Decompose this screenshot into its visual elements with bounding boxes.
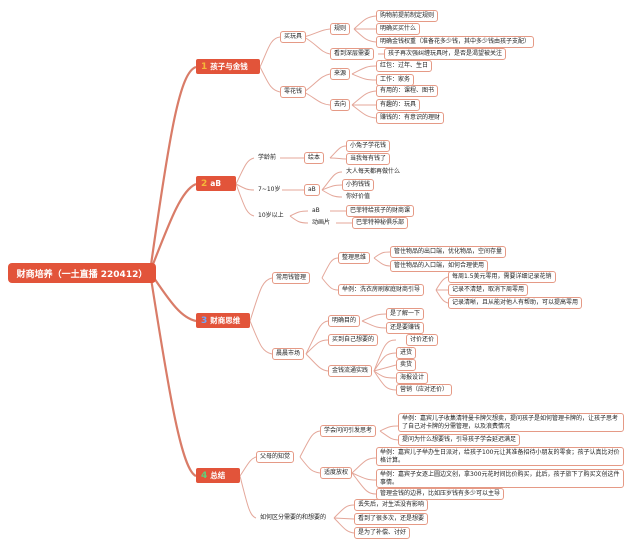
b3-flow-2: 卖货 <box>396 359 417 371</box>
b1-dest-1: 有用的：课程、图书 <box>376 85 439 97</box>
main-node-4: 4 总结 <box>196 468 240 483</box>
b4-delegate-3: 管理金钱的边界，比如压岁钱有多少可以主导 <box>376 488 505 500</box>
main-node-2: 2 aB <box>196 176 236 191</box>
b1-source: 来源 <box>330 68 351 80</box>
b2-ab-2: 小狗钱钱 <box>342 179 375 191</box>
b3-organize: 整理思维 <box>338 252 371 264</box>
b2-preschool: 学龄前 <box>258 154 277 161</box>
main-node-3: 3 财商思维 <box>196 313 250 328</box>
b3-flow-0: 讨价还价 <box>406 334 439 346</box>
b1-pocket: 零花钱 <box>280 86 307 98</box>
b2-picture-book-1: 小兔子学花钱 <box>346 140 391 152</box>
b4-learn-1: 举例：嘉宾儿子收集清特曼卡牌欠想卖，提问孩子是如何管理卡牌的，让孩子思考了自己对… <box>398 413 624 432</box>
b3-organize-1: 管住物品的出口端，优化物品，空间存量 <box>390 246 507 258</box>
b4-distinguish-1: 丢失后，对生活没有影响 <box>354 499 429 511</box>
main-label-4: 总结 <box>210 471 226 480</box>
b3-organize-2: 管住物品的入口端，如何合理使用 <box>390 260 489 272</box>
b1-dest-3: 赚钱的：有意识的理财 <box>376 112 445 124</box>
b4-delegate-2: 举例：嘉宾子女逐上圆边文创，拿300元花时间比价购买，此后，孩子旅下了购买文创这… <box>376 469 624 488</box>
b4-learn: 学会问问引发思考 <box>320 425 377 437</box>
b4-parent: 父母的知觉 <box>256 451 295 463</box>
b3-goal-2: 还是要赚钱 <box>386 322 425 334</box>
b3-market: 晨晨市场 <box>272 348 305 360</box>
root-node: 财商培养（一土直播 220412） <box>8 263 156 283</box>
main-index-2: 2 <box>201 178 208 189</box>
b1-dest: 去向 <box>330 99 351 111</box>
b1-toy: 买玩具 <box>280 31 307 43</box>
b1-source-2: 工作：家务 <box>376 74 415 86</box>
b2-age-7-10: 7~10岁 <box>258 186 281 193</box>
b1-dest-2: 有趣的：玩具 <box>376 99 421 111</box>
main-node-1: 1 孩子与金钱 <box>196 59 260 74</box>
main-label-1: 孩子与金钱 <box>210 62 248 71</box>
b4-delegate: 适度放权 <box>320 467 353 479</box>
b3-example: 举例：洗衣房刷家庭财商引导 <box>338 284 425 296</box>
b2-picture-book: 绘本 <box>304 152 325 164</box>
b3-buy: 买到自己想要的 <box>328 334 379 346</box>
b2-age-10: 10岁以上 <box>258 212 284 219</box>
b3-common: 常用钱管理 <box>272 272 311 284</box>
b2-picture-book-2: 当我每有钱了 <box>346 153 391 165</box>
b2-ab-3: 你好价值 <box>346 193 371 200</box>
b2-ab: aB <box>304 184 320 196</box>
b4-delegate-1: 举例：嘉宾儿子举办生日派对，给孩子100元让其准备招待小朋友的零食；孩子认真比对… <box>376 447 624 466</box>
b3-example-3: 记录清晰，且从能对他人有帮助，可以提高零用 <box>448 297 583 309</box>
b3-goal: 明确目的 <box>328 315 361 327</box>
b1-rules: 规则 <box>330 23 351 35</box>
b3-example-1: 每周1.5美元零用，需要详细记录花销 <box>448 271 556 283</box>
b1-source-1: 红包：过年、生日 <box>376 60 433 72</box>
b3-goal-1: 是了解一下 <box>386 308 425 320</box>
b2-ab-1: 大人每天都再做什么 <box>346 168 401 175</box>
b1-rule-1: 购物前提前制定规则 <box>376 10 439 22</box>
main-index-3: 3 <box>201 315 208 326</box>
b3-flow-3: 海报设计 <box>396 372 429 384</box>
b2-animation-1: 巴菲特神秘俱乐部 <box>352 217 409 229</box>
main-label-2: aB <box>210 179 222 188</box>
root-title: 财商培养（一土直播 220412） <box>16 269 148 280</box>
b3-flow-1: 进货 <box>396 347 417 359</box>
main-index-4: 4 <box>201 470 208 481</box>
main-label-3: 财商思维 <box>210 316 241 325</box>
b4-distinguish-3: 是为了补偿、讨好 <box>354 527 411 539</box>
b3-example-2: 记录不清楚，取消下周零用 <box>448 284 529 296</box>
b2-ab-b-1: 巴菲特给孩子的财商课 <box>346 205 415 217</box>
b1-rule-2: 明确买买什么 <box>376 23 421 35</box>
b1-see: 看到深层需要 <box>330 48 375 60</box>
main-index-1: 1 <box>201 61 208 72</box>
b1-see-1: 孩子再次强纠缠玩具时，是否是渴望被关注 <box>384 48 507 60</box>
b4-distinguish: 如何区分需要的和想要的 <box>260 514 327 521</box>
b1-rule-3: 明确金钱权重（准备花多少钱，其中多少钱由孩子支配） <box>376 36 535 48</box>
b4-distinguish-2: 看到了很多次，还是想要 <box>354 513 429 525</box>
b3-flow: 金钱流通实践 <box>328 365 373 377</box>
b3-flow-4: 营销（应对还价） <box>396 384 453 396</box>
b4-learn-2: 提问为什么想要钱，引导孩子学会延迟满足 <box>398 434 521 446</box>
b2-ab-b: aB <box>312 207 320 214</box>
b2-animation: 动画片 <box>312 219 331 226</box>
